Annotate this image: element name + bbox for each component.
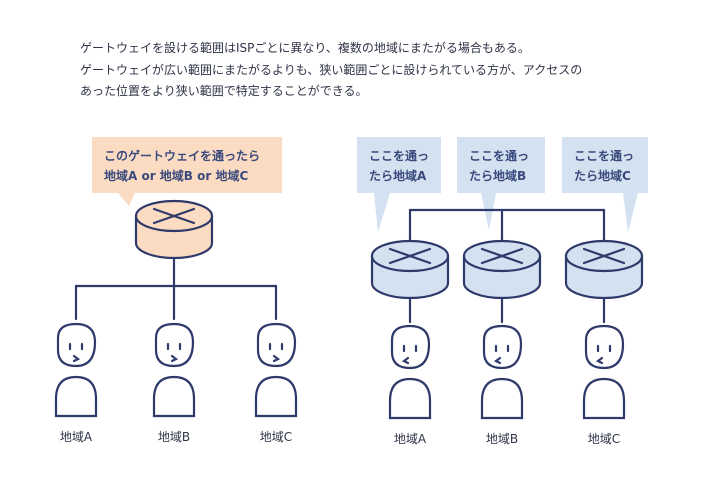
right-router-b-icon <box>462 239 542 300</box>
left-user-a-label: 地域A <box>60 430 93 444</box>
right-bubble-c-line-1: ここを通っ <box>574 148 634 163</box>
right-bubble-a-line-1: ここを通っ <box>369 148 429 163</box>
right-user-a-label: 地域A <box>394 432 427 446</box>
left-user-c-label: 地域C <box>260 430 292 444</box>
left-user-b-label: 地域B <box>158 430 190 444</box>
right-bubble-c-line-2: たら地域C <box>574 168 631 183</box>
left-bubble-line-1: このゲートウェイを通ったら <box>104 148 260 163</box>
intro-text: ゲートウェイを設ける範囲はISPごとに異なり、複数の地域にまたがる場合もある。 … <box>80 38 680 103</box>
intro-line-3: あった位置をより狭い範囲で特定することができる。 <box>80 84 368 98</box>
left-gateway-router-icon <box>134 199 214 260</box>
right-bubble-b-line-1: ここを通っ <box>469 148 529 163</box>
right-speech-bubble-a: ここを通っ たら地域A <box>357 137 441 232</box>
left-network-lines <box>74 256 278 321</box>
right-user-c-icon <box>582 324 626 420</box>
right-router-a-icon <box>370 239 450 300</box>
left-diagram: このゲートウェイを通ったら 地域A or 地域B or 地域C <box>54 137 298 444</box>
right-user-b-icon <box>480 324 524 420</box>
left-bubble-line-2: 地域A or 地域B or 地域C <box>104 168 248 183</box>
left-user-a-icon <box>54 322 98 418</box>
intro-line-2: ゲートウェイが広い範囲にまたがるよりも、狭い範囲ごとに設けられている方が、アクセ… <box>80 62 583 77</box>
right-router-c-icon <box>564 239 644 300</box>
intro-line-1: ゲートウェイを設ける範囲はISPごとに異なり、複数の地域にまたがる場合もある。 <box>80 41 530 55</box>
right-network-lines <box>408 208 606 324</box>
right-diagram: ここを通っ たら地域A ここを通っ たら地域B ここを通っ たら地域C <box>357 137 648 446</box>
right-speech-bubble-b: ここを通っ たら地域B <box>457 137 545 230</box>
right-user-a-icon <box>388 324 432 420</box>
right-user-c-label: 地域C <box>588 432 620 446</box>
right-bubble-a-line-2: たら地域A <box>369 168 427 183</box>
left-user-b-icon <box>152 322 196 418</box>
left-user-c-icon <box>254 322 298 418</box>
right-bubble-b-line-2: たら地域B <box>469 168 526 183</box>
left-speech-bubble: このゲートウェイを通ったら 地域A or 地域B or 地域C <box>92 137 282 206</box>
right-speech-bubble-c: ここを通っ たら地域C <box>562 137 648 232</box>
right-user-b-label: 地域B <box>486 432 518 446</box>
